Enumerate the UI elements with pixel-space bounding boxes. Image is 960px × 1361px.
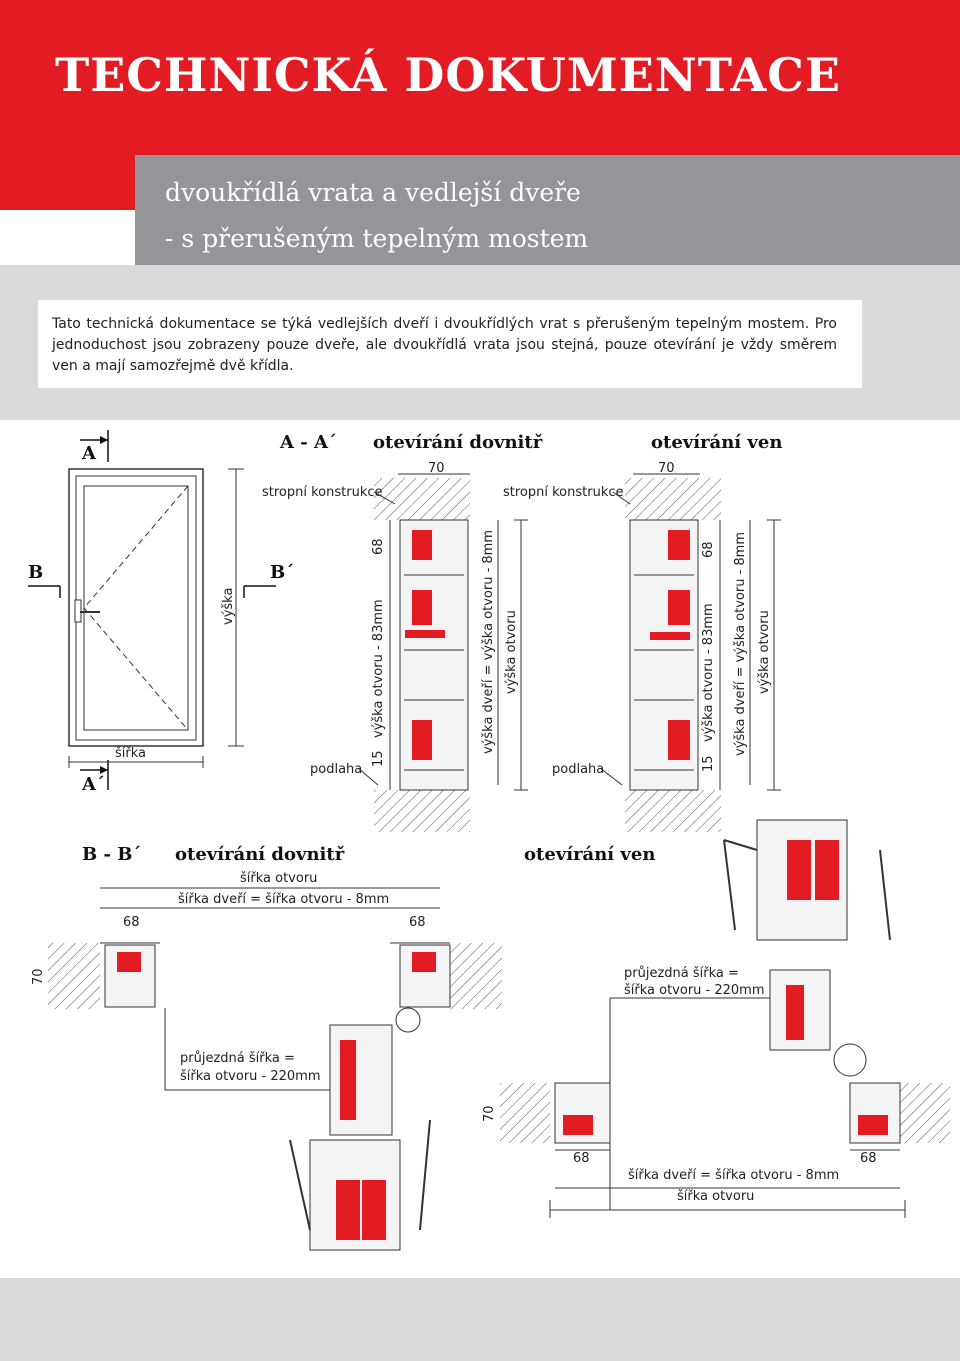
dim-15-inward: 15 — [371, 750, 386, 767]
dim-68-inward-left: 68 — [123, 915, 140, 930]
horizontal-section-title: B - B´ — [82, 844, 141, 865]
header-gray-band — [135, 155, 960, 265]
dim-68-outward: 68 — [701, 541, 716, 558]
wall-left-inward — [48, 943, 100, 1009]
opening-width-outward: šířka otvoru — [677, 1189, 754, 1204]
section-a-prime-label: A´ — [81, 774, 105, 795]
wall-right-inward — [450, 943, 502, 1009]
section-b-prime-label: B´ — [270, 562, 294, 583]
dim-68-inward-right: 68 — [409, 915, 426, 930]
opening-width-inward: šířka otvoru — [240, 871, 317, 886]
profile-inward — [399, 519, 469, 791]
horizontal-outward-title: otevírání ven — [524, 844, 655, 865]
opening-height-outward: výška otvoru — [757, 610, 772, 694]
dim-68-outward-left: 68 — [573, 1151, 590, 1166]
door-height-outward: výška dveří = výška otvoru - 8mm — [733, 532, 748, 756]
intro-text: Tato technická dokumentace se týká vedle… — [52, 316, 837, 374]
intro-box — [38, 300, 862, 388]
subtitle-line-2: - s přerušeným tepelným mostem — [165, 224, 589, 253]
dim-68-inward: 68 — [371, 538, 386, 555]
door-width-outward: šířka dveří = šířka otvoru - 8mm — [628, 1168, 839, 1183]
vertical-section-title: A - A´ — [279, 432, 337, 453]
height-label: výška — [221, 588, 236, 625]
door-height-inward: výška dveří = výška otvoru - 8mm — [481, 530, 496, 754]
floor-label-outward: podlaha — [552, 762, 604, 777]
opening-minus-inward: výška otvoru - 83mm — [371, 599, 386, 738]
horizontal-inward-title: otevírání dovnitř — [175, 844, 345, 865]
dim-70-outward: 70 — [482, 1105, 497, 1122]
passage-line1-outward: průjezdná šířka = — [624, 966, 739, 981]
opening-height-inward: výška otvoru — [504, 610, 519, 694]
footer-band — [0, 1278, 960, 1361]
subtitle-line-1: dvoukřídlá vrata a vedlejší dveře — [165, 178, 581, 207]
page-title: TECHNICKÁ DOKUMENTACE — [55, 48, 841, 102]
leaf-inward — [329, 1024, 393, 1136]
horizontal-section: B - B´ otevírání dovnitř otevírání ven š… — [31, 819, 950, 1251]
ceiling-label-inward: stropní konstrukce — [262, 485, 383, 500]
vertical-inward-title: otevírání dovnitř — [373, 432, 543, 453]
passage-line1-inward: průjezdná šířka = — [180, 1051, 295, 1066]
floor-hatch-outward — [625, 790, 721, 832]
hinge-inward — [395, 1007, 421, 1033]
passage-line2-inward: šířka otvoru - 220mm — [180, 1069, 321, 1084]
dim-70-inward: 70 — [31, 968, 46, 985]
dim-70-outward: 70 — [658, 461, 675, 476]
vertical-section: A - A´ otevírání dovnitř otevírání ven 7… — [262, 432, 782, 832]
door-elevation: A A´ B B´ šířka výška — [28, 430, 294, 795]
hinge-outward — [833, 1043, 867, 1077]
ceiling-hatch-inward — [374, 478, 470, 520]
floor-hatch-inward — [374, 790, 470, 832]
wall-left-outward — [500, 1083, 550, 1143]
ceiling-label-outward: stropní konstrukce — [503, 485, 624, 500]
vertical-outward-title: otevírání ven — [651, 432, 782, 453]
dim-68-outward-right: 68 — [860, 1151, 877, 1166]
section-a-label: A — [81, 443, 97, 464]
width-label: šířka — [115, 746, 146, 761]
door-glass — [83, 485, 189, 731]
opening-minus-outward: výška otvoru - 83mm — [701, 603, 716, 742]
floor-label-inward: podlaha — [310, 762, 362, 777]
dim-15-outward: 15 — [701, 755, 716, 772]
door-width-inward: šířka dveří = šířka otvoru - 8mm — [178, 892, 389, 907]
section-b-label: B — [28, 562, 43, 583]
door-frame — [68, 468, 204, 747]
passage-line2-outward: šířka otvoru - 220mm — [624, 983, 765, 998]
dim-70-inward: 70 — [428, 461, 445, 476]
wall-right-outward — [900, 1083, 950, 1143]
ceiling-hatch-outward — [625, 478, 721, 520]
